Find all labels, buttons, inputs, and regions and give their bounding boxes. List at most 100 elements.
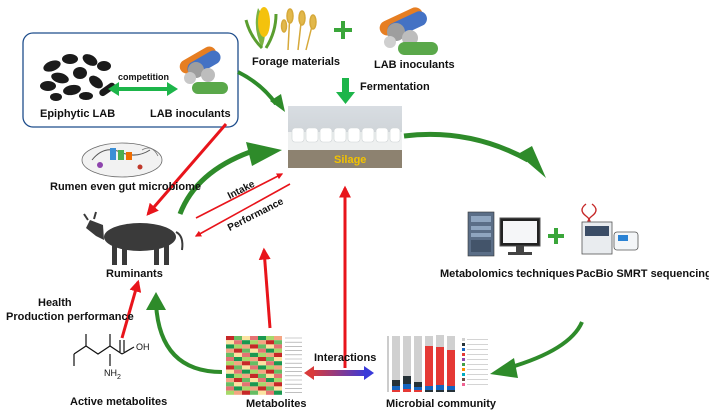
heatmap-cell	[250, 336, 258, 341]
heatmap-cell	[234, 386, 242, 391]
heatmap-cell	[242, 340, 250, 345]
heatmap-cell	[274, 352, 282, 357]
stacked-bar-segment	[392, 380, 400, 386]
heatmap-cell	[258, 365, 266, 370]
heatmap-cell	[234, 378, 242, 383]
heatmap-cell	[274, 369, 282, 374]
silage-label: Silage	[334, 154, 367, 166]
heatmap-cell	[242, 348, 250, 353]
heatmap-cell	[258, 348, 266, 353]
heatmap-cell	[258, 378, 266, 383]
interactions-arrow	[304, 366, 374, 380]
heatmap-cell	[226, 386, 234, 391]
heatmap-cell	[258, 357, 266, 362]
heatmap-cell	[274, 378, 282, 383]
stacked-bar-segment	[392, 390, 400, 392]
stacked-bar-segment	[392, 386, 400, 390]
heatmap-cell	[250, 382, 258, 387]
competition-label: competition	[118, 72, 169, 82]
stacked-bar-segment	[447, 336, 455, 350]
heatmap-thumbnail	[226, 336, 302, 395]
heatmap-cell	[250, 340, 258, 345]
heatmap-cell	[250, 352, 258, 357]
pacbio-label: PacBio SMRT sequencing	[576, 268, 709, 280]
stacked-bar-segment	[414, 382, 422, 387]
arrow-metabolites-up	[258, 247, 272, 329]
cow-icon	[83, 211, 184, 265]
heatmap-cell	[250, 348, 258, 353]
heatmap-cell	[242, 352, 250, 357]
heatmap-cell	[242, 373, 250, 378]
heatmap-cell	[258, 373, 266, 378]
active-metabolites-label: Active metabolites	[70, 396, 168, 408]
oh-label: OH	[136, 342, 150, 352]
leucine-structure	[73, 334, 135, 366]
heatmap-cell	[242, 365, 250, 370]
heatmap-cell	[258, 340, 266, 345]
heatmap-cell	[242, 336, 250, 341]
stacked-bar-segment	[447, 390, 455, 392]
heatmap-cell	[242, 357, 250, 362]
heatmap-cell	[266, 373, 274, 378]
stacked-bar-segment	[436, 335, 444, 347]
stacked-bar-segment	[425, 346, 433, 386]
epiphytic-lab-label: Epiphytic LAB	[40, 108, 116, 120]
heatmap-cell	[242, 369, 250, 374]
heatmap-cell	[226, 382, 234, 387]
heatmap-cell	[266, 369, 274, 374]
heatmap-cell	[274, 336, 282, 341]
arrow-active-to-ruminants	[120, 279, 142, 339]
heatmap-cell	[266, 340, 274, 345]
corn-icon	[244, 7, 278, 50]
heatmap-cell	[226, 373, 234, 378]
stacked-bar-segment	[425, 386, 433, 390]
heatmap-cell	[226, 390, 234, 395]
stacked-bar-legend-swatch	[462, 373, 465, 376]
heatmap-cell	[250, 390, 258, 395]
fermentation-label: Fermentation	[360, 81, 430, 93]
silage-photo	[288, 106, 402, 168]
heatmap-cell	[258, 382, 266, 387]
stacked-bar-segment	[447, 386, 455, 390]
stacked-bar-segment	[414, 387, 422, 390]
heatmap-cell	[258, 369, 266, 374]
heatmap-cell	[234, 348, 242, 353]
heatmap-cell	[250, 378, 258, 383]
stacked-bar-segment	[447, 350, 455, 386]
stacked-bar-legend-swatch	[462, 343, 465, 346]
heatmap-cell	[234, 344, 242, 349]
heatmap-cell	[234, 357, 242, 362]
heatmap-cell	[226, 361, 234, 366]
stacked-bar-segment	[414, 390, 422, 392]
heatmap-cell	[274, 357, 282, 362]
metabolites-label: Metabolites	[246, 398, 307, 410]
heatmap-cell	[266, 386, 274, 391]
heatmap-cell	[234, 361, 242, 366]
heatmap-cell	[274, 382, 282, 387]
arrow-box-to-ruminants	[146, 123, 228, 216]
stacked-bar-segment	[414, 336, 422, 382]
gut-microbiome-icon	[81, 142, 163, 178]
ms-instrument-icon	[467, 211, 495, 257]
stacked-bar-segment	[403, 384, 411, 389]
microbial-community-label: Microbial community	[386, 398, 497, 410]
heatmap-cell	[250, 344, 258, 349]
heatmap-cell	[274, 386, 282, 391]
stacked-bar-segment	[425, 336, 433, 346]
lab-inoculant-icon-top	[379, 7, 438, 55]
heatmap-cell	[250, 361, 258, 366]
production-performance-label: Production performance	[6, 311, 134, 323]
stacked-bar-legend-swatch	[462, 368, 465, 371]
heatmap-cell	[266, 390, 274, 395]
heatmap-cell	[258, 344, 266, 349]
heatmap-cell	[274, 361, 282, 366]
stacked-bar-legend-swatch	[462, 358, 465, 361]
heatmap-cell	[266, 357, 274, 362]
heatmap-cell	[226, 378, 234, 383]
stacked-bar-segment	[436, 347, 444, 385]
fermentation-arrow	[336, 78, 355, 104]
stacked-bar-segment	[403, 376, 411, 384]
ruminants-label: Ruminants	[106, 268, 163, 280]
heatmap-cell	[242, 386, 250, 391]
stacked-bar-segment	[436, 390, 444, 392]
